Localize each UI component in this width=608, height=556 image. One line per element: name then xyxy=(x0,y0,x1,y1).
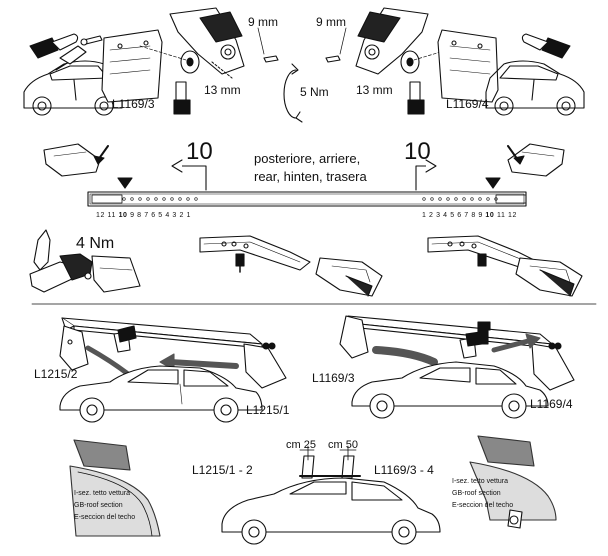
rail-with-foot-center xyxy=(199,235,383,297)
screw-icon xyxy=(80,35,103,46)
marker-triangle-right xyxy=(485,177,501,189)
distance-arrow-left xyxy=(171,159,207,191)
foot-clamp-left xyxy=(139,7,245,79)
rotation-arrow-icon xyxy=(283,63,303,123)
roof-bar-right xyxy=(347,315,553,349)
roof-bar-left xyxy=(61,317,263,349)
bracket-plate-right xyxy=(437,29,499,103)
ruler-num: 2 xyxy=(179,212,184,219)
ruler-numbers-right: 1 2 3 4 5 6 7 8 9 10 11 12 xyxy=(422,212,517,219)
section-right-line-2: GB-roof section xyxy=(452,490,501,497)
kit-left: L1215/1 - 2 xyxy=(192,463,253,477)
foot-front-left xyxy=(59,325,89,371)
ruler-num: 5 xyxy=(450,212,455,219)
screw-size-left: 9 mm xyxy=(248,15,278,29)
direction-line-1: posteriore, arriere, xyxy=(254,151,361,166)
kit-right: L1169/3 - 4 xyxy=(374,463,434,477)
part-label-l1215-1: L1215/1 xyxy=(246,403,290,417)
section-left-line-3: E-seccion del techo xyxy=(74,514,136,521)
foot-rear-right xyxy=(531,342,575,391)
ruler-num: 4 xyxy=(443,212,448,219)
ruler-num-highlight: 10 xyxy=(485,212,495,219)
part-label-top-left: L1169/3 xyxy=(112,97,155,111)
car-rear-right-illustration xyxy=(485,60,585,116)
hand-pointing-right-icon xyxy=(521,33,571,59)
part-label-l1215-2: L1215/2 xyxy=(34,367,78,381)
direction-line-2: rear, hinten, trasera xyxy=(254,169,367,184)
screw-size-right: 9 mm xyxy=(316,15,346,29)
spacing-car xyxy=(221,445,441,545)
ruler-num: 4 xyxy=(165,212,170,219)
ruler-num: 6 xyxy=(151,212,156,219)
bracket-plate-left xyxy=(101,29,163,103)
ruler-num: 6 xyxy=(457,212,462,219)
screw-9mm-left-icon xyxy=(257,27,279,63)
ruler-num: 7 xyxy=(464,212,469,219)
ruler-num-highlight: 10 xyxy=(118,212,128,219)
ruler-num: 8 xyxy=(137,212,142,219)
hand-mounting-foot xyxy=(29,229,141,293)
straight-arrow-right xyxy=(491,333,541,353)
roof-section-right xyxy=(469,435,557,529)
ruler-num: 9 xyxy=(130,212,135,219)
torque-mid: 4 Nm xyxy=(76,235,115,252)
ruler-num: 5 xyxy=(158,212,163,219)
ruler-num: 11 xyxy=(107,212,117,219)
part-label-l1169-3: L1169/3 xyxy=(312,371,355,385)
arrow-down-right-icon xyxy=(507,145,525,165)
screw-9mm-right-icon xyxy=(325,27,347,63)
section-right-line-3: E-seccion del techo xyxy=(452,502,514,509)
sedan-left xyxy=(59,365,263,423)
part-label-l1169-4: L1169/4 xyxy=(530,397,573,411)
torque-top: 5 Nm xyxy=(300,85,329,99)
hand-pointing-icon xyxy=(29,33,87,65)
ruler-num: 12 xyxy=(96,212,105,219)
hand-wrench-right-icon xyxy=(407,81,425,115)
distance-left: 10 xyxy=(186,138,213,165)
clamp-pad-right xyxy=(507,143,565,177)
ruler-num: 1 xyxy=(186,212,191,219)
wrench-size-left: 13 mm xyxy=(204,83,241,97)
spacing-a: cm 25 xyxy=(286,439,316,451)
clamp-pad-left xyxy=(43,143,101,177)
foot-front-right xyxy=(339,315,369,359)
ruler-num: 8 xyxy=(471,212,476,219)
ruler-num: 9 xyxy=(478,212,483,219)
hand-press-left-icon xyxy=(113,325,137,353)
hand-wrench-icon xyxy=(173,81,191,115)
section-right-line-1: I-sez. tetto vettura xyxy=(452,478,509,485)
ruler-num: 1 xyxy=(422,212,427,219)
ruler-numbers-left: 12 11 10 9 8 7 6 5 4 3 2 1 xyxy=(96,212,191,219)
distance-right: 10 xyxy=(404,138,431,165)
section-left-line-2: GB-roof section xyxy=(74,502,123,509)
ruler-num: 3 xyxy=(172,212,177,219)
spacing-b: cm 50 xyxy=(328,439,358,451)
part-label-top-right: L1169/4 xyxy=(446,97,489,111)
ruler-num: 3 xyxy=(436,212,441,219)
hand-press-right-icon xyxy=(459,331,483,359)
ruler-num: 7 xyxy=(144,212,149,219)
curved-arrow-right xyxy=(372,346,438,366)
section-left-line-1: I-sez. tetto vettura xyxy=(74,490,131,497)
foot-rear-left xyxy=(243,342,287,389)
mounting-bar-ruler xyxy=(87,191,527,207)
ruler-num: 11 xyxy=(496,212,506,219)
arrow-down-left-icon xyxy=(93,145,109,165)
rail-with-foot-right xyxy=(427,235,583,297)
wrench-size-right: 13 mm xyxy=(356,83,393,97)
sedan-right xyxy=(351,361,549,419)
roof-section-left xyxy=(69,439,161,537)
marker-triangle-left xyxy=(117,177,133,189)
ruler-num: 12 xyxy=(507,212,517,219)
ruler-num: 2 xyxy=(429,212,434,219)
distance-arrow-right xyxy=(415,159,437,191)
